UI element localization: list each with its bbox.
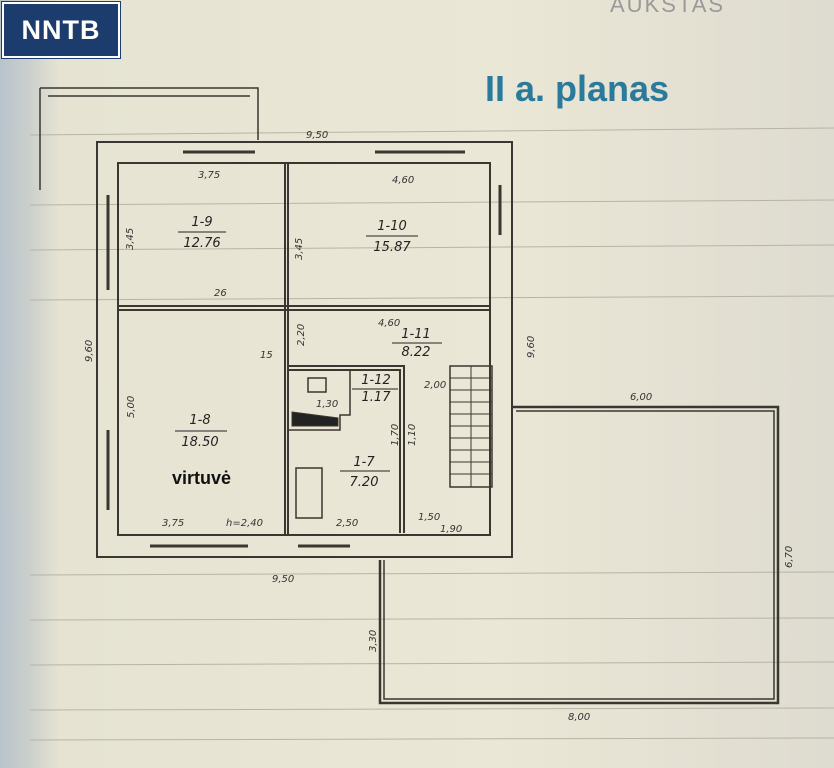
dim: 2,50	[336, 518, 358, 529]
plan-title: II a. planas	[485, 68, 670, 109]
dim: 4,60	[378, 318, 400, 329]
dim: 4,60	[392, 175, 414, 186]
room-area: 15.87	[373, 240, 411, 255]
sink	[291, 411, 339, 427]
dim: 1,70	[390, 424, 401, 446]
dim: 15	[260, 350, 273, 361]
room-area: 8.22	[402, 345, 431, 360]
windows	[106, 150, 502, 548]
dim: 9,60	[526, 336, 537, 358]
dim: 8,00	[568, 712, 590, 723]
room-id: 1-7	[353, 455, 375, 470]
dim: 2,00	[424, 380, 446, 391]
room-area: 1.17	[362, 390, 392, 405]
dim: h=2,40	[226, 518, 263, 529]
dim: 9,60	[84, 340, 95, 362]
dim: 3,75	[162, 518, 184, 529]
bathtub	[295, 467, 323, 519]
balcony	[39, 87, 259, 190]
dim: 3,30	[368, 630, 379, 652]
dim: 2,20	[296, 324, 307, 346]
terrace	[378, 405, 780, 705]
dimension-labels: 9,50 3,75 4,60 3,45 3,45 26 9,60 4,60 2,…	[84, 130, 795, 723]
nntb-logo: NNTB	[1, 1, 121, 59]
dim: 26	[214, 288, 227, 299]
room-id: 1-12	[361, 373, 391, 388]
dim: 1,50	[418, 512, 440, 523]
room-id: 1-8	[189, 413, 210, 428]
dim-bottom: 9,50	[272, 574, 294, 585]
room-labels: 1-9 12.76 1-10 15.87 1-8 18.50 1-11 8.22…	[175, 215, 442, 490]
room-id: 1-11	[401, 327, 431, 342]
dim: 6,70	[784, 546, 795, 568]
dim: 3,75	[198, 170, 220, 181]
dim-top: 9,50	[306, 130, 328, 141]
room-area: 12.76	[183, 236, 220, 251]
dim: 5,00	[126, 396, 137, 418]
dim: 6,00	[630, 392, 652, 403]
walls	[39, 87, 780, 705]
stairs	[450, 366, 492, 487]
dim: 3,45	[294, 238, 305, 260]
dim: 1,90	[440, 524, 462, 535]
room-id: 1-10	[377, 219, 407, 234]
form-lines	[29, 127, 834, 741]
room-area: 18.50	[181, 435, 218, 450]
kitchen-label: virtuvė	[172, 468, 232, 488]
room-id: 1-9	[191, 215, 212, 230]
faded-header: AUKŠTAS	[610, 0, 726, 17]
dim: 3,45	[125, 228, 136, 250]
toilet	[307, 377, 327, 393]
room-area: 7.20	[350, 475, 379, 490]
dim: 1,30	[316, 399, 338, 410]
dim: 1,10	[407, 424, 418, 446]
